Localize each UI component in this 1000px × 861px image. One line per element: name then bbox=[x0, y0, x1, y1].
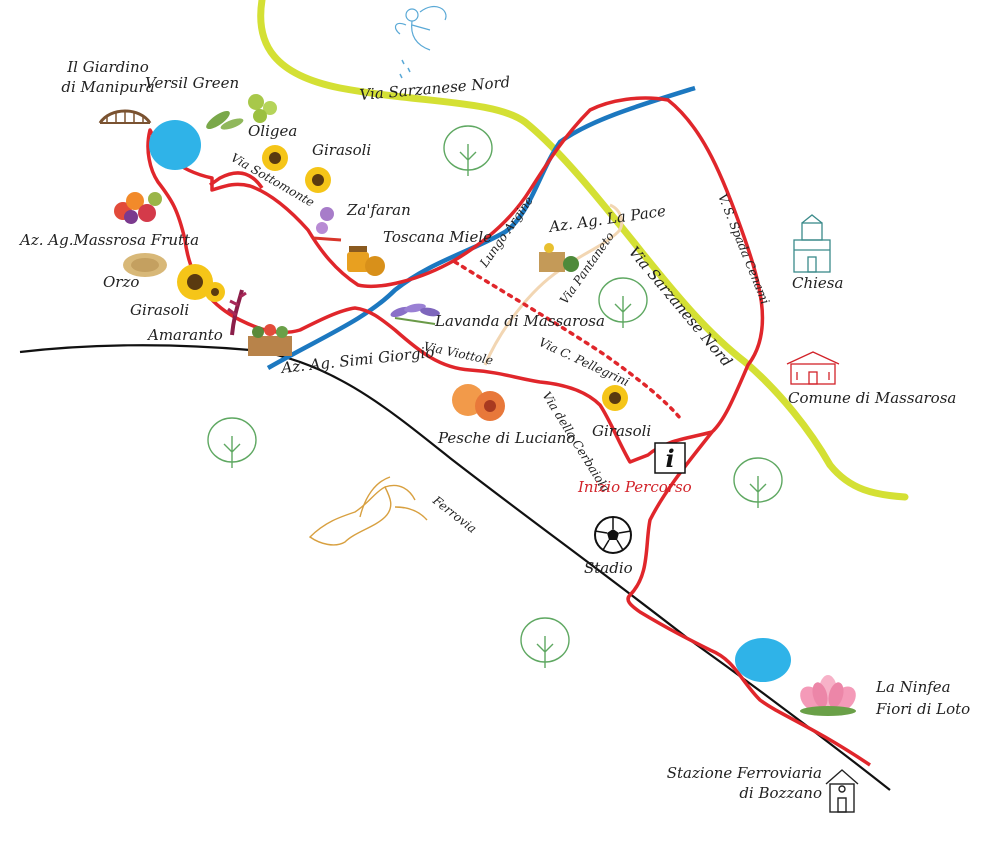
label-inizio-percorso: Inizio Percorso bbox=[577, 478, 692, 496]
label-toscana-miele: Toscana Miele bbox=[383, 228, 492, 246]
sunflower-icon bbox=[262, 145, 288, 171]
hops-leaves-icon bbox=[206, 94, 277, 130]
peach-icon bbox=[452, 384, 505, 421]
info-glyph: i bbox=[665, 444, 674, 473]
bridge-icon bbox=[98, 109, 152, 124]
tree-icon bbox=[598, 277, 648, 328]
lake-south bbox=[735, 638, 791, 682]
label-amaranto: Amaranto bbox=[146, 326, 223, 344]
soccer-ball-icon bbox=[594, 516, 632, 554]
label-ninfea-line2: Fiori di Loto bbox=[875, 700, 970, 718]
label-girasoli-2: Girasoli bbox=[130, 301, 189, 319]
saffron-icon bbox=[312, 207, 342, 242]
label-stadio: Stadio bbox=[584, 559, 633, 577]
tree-icon bbox=[733, 457, 783, 508]
label-stazione-line2: di Bozzano bbox=[739, 784, 822, 802]
lotus-icon bbox=[800, 675, 856, 716]
label-via-sarzanese-diag: Via Sarzanese Nord bbox=[625, 243, 736, 370]
dragon-icon bbox=[308, 476, 428, 546]
label-ferrovia: Ferrovia bbox=[429, 493, 479, 536]
church-icon bbox=[793, 214, 831, 273]
lake-north bbox=[149, 120, 201, 170]
vegetable-basket-icon bbox=[539, 243, 579, 272]
label-via-spada: V. S. Spada Cenami bbox=[715, 192, 772, 307]
tree-icon bbox=[520, 617, 570, 668]
label-via-viottole: Via Viottole bbox=[422, 339, 494, 367]
main-road-sarzanese bbox=[257, 0, 909, 501]
label-girasoli-1: Girasoli bbox=[312, 141, 371, 159]
label-massarosa-frutta: Az. Ag.Massrosa Frutta bbox=[18, 231, 199, 249]
label-stazione-line1: Stazione Ferroviaria bbox=[667, 764, 822, 782]
label-versil-green: Versil Green bbox=[145, 74, 239, 92]
label-pesche: Pesche di Luciano bbox=[437, 429, 575, 447]
fairy-icon bbox=[394, 6, 447, 79]
lavender-icon bbox=[390, 303, 440, 325]
label-giardino-line1: Il Giardino bbox=[66, 58, 148, 76]
vegetable-crate-icon bbox=[248, 324, 292, 356]
info-icon[interactable]: i bbox=[654, 442, 686, 474]
tree-icon bbox=[207, 417, 257, 468]
label-girasoli-3: Girasoli bbox=[592, 422, 651, 440]
railway-line bbox=[19, 344, 891, 791]
route-main-loop bbox=[146, 96, 765, 464]
label-chiesa: Chiesa bbox=[792, 274, 843, 292]
fruit-icon bbox=[114, 192, 162, 224]
sunflower-icon bbox=[305, 167, 331, 193]
station-icon bbox=[825, 769, 859, 813]
tree-icon bbox=[443, 125, 493, 176]
label-oligea: Oligea bbox=[248, 122, 297, 140]
town-hall-icon bbox=[786, 351, 840, 385]
label-giardino-line2: di Manipura bbox=[61, 78, 154, 96]
route-connector-north bbox=[208, 171, 264, 190]
label-orzo: Orzo bbox=[103, 273, 139, 291]
honey-icon bbox=[347, 246, 385, 276]
barley-icon bbox=[123, 253, 167, 277]
amaranth-icon bbox=[227, 289, 247, 336]
label-ninfea-line1: La Ninfea bbox=[875, 678, 951, 696]
sunflower-icon bbox=[602, 385, 628, 411]
label-zafaran: Za'faran bbox=[346, 201, 411, 219]
route-south-branch bbox=[626, 430, 871, 767]
sunflower-icon bbox=[177, 264, 225, 302]
river-canal bbox=[266, 85, 696, 370]
farm-path-pantaneto bbox=[483, 203, 624, 366]
label-comune: Comune di Massarosa bbox=[788, 389, 956, 407]
label-lavanda: Lavanda di Massarosa bbox=[434, 312, 605, 330]
route-dotted-link bbox=[453, 260, 682, 420]
